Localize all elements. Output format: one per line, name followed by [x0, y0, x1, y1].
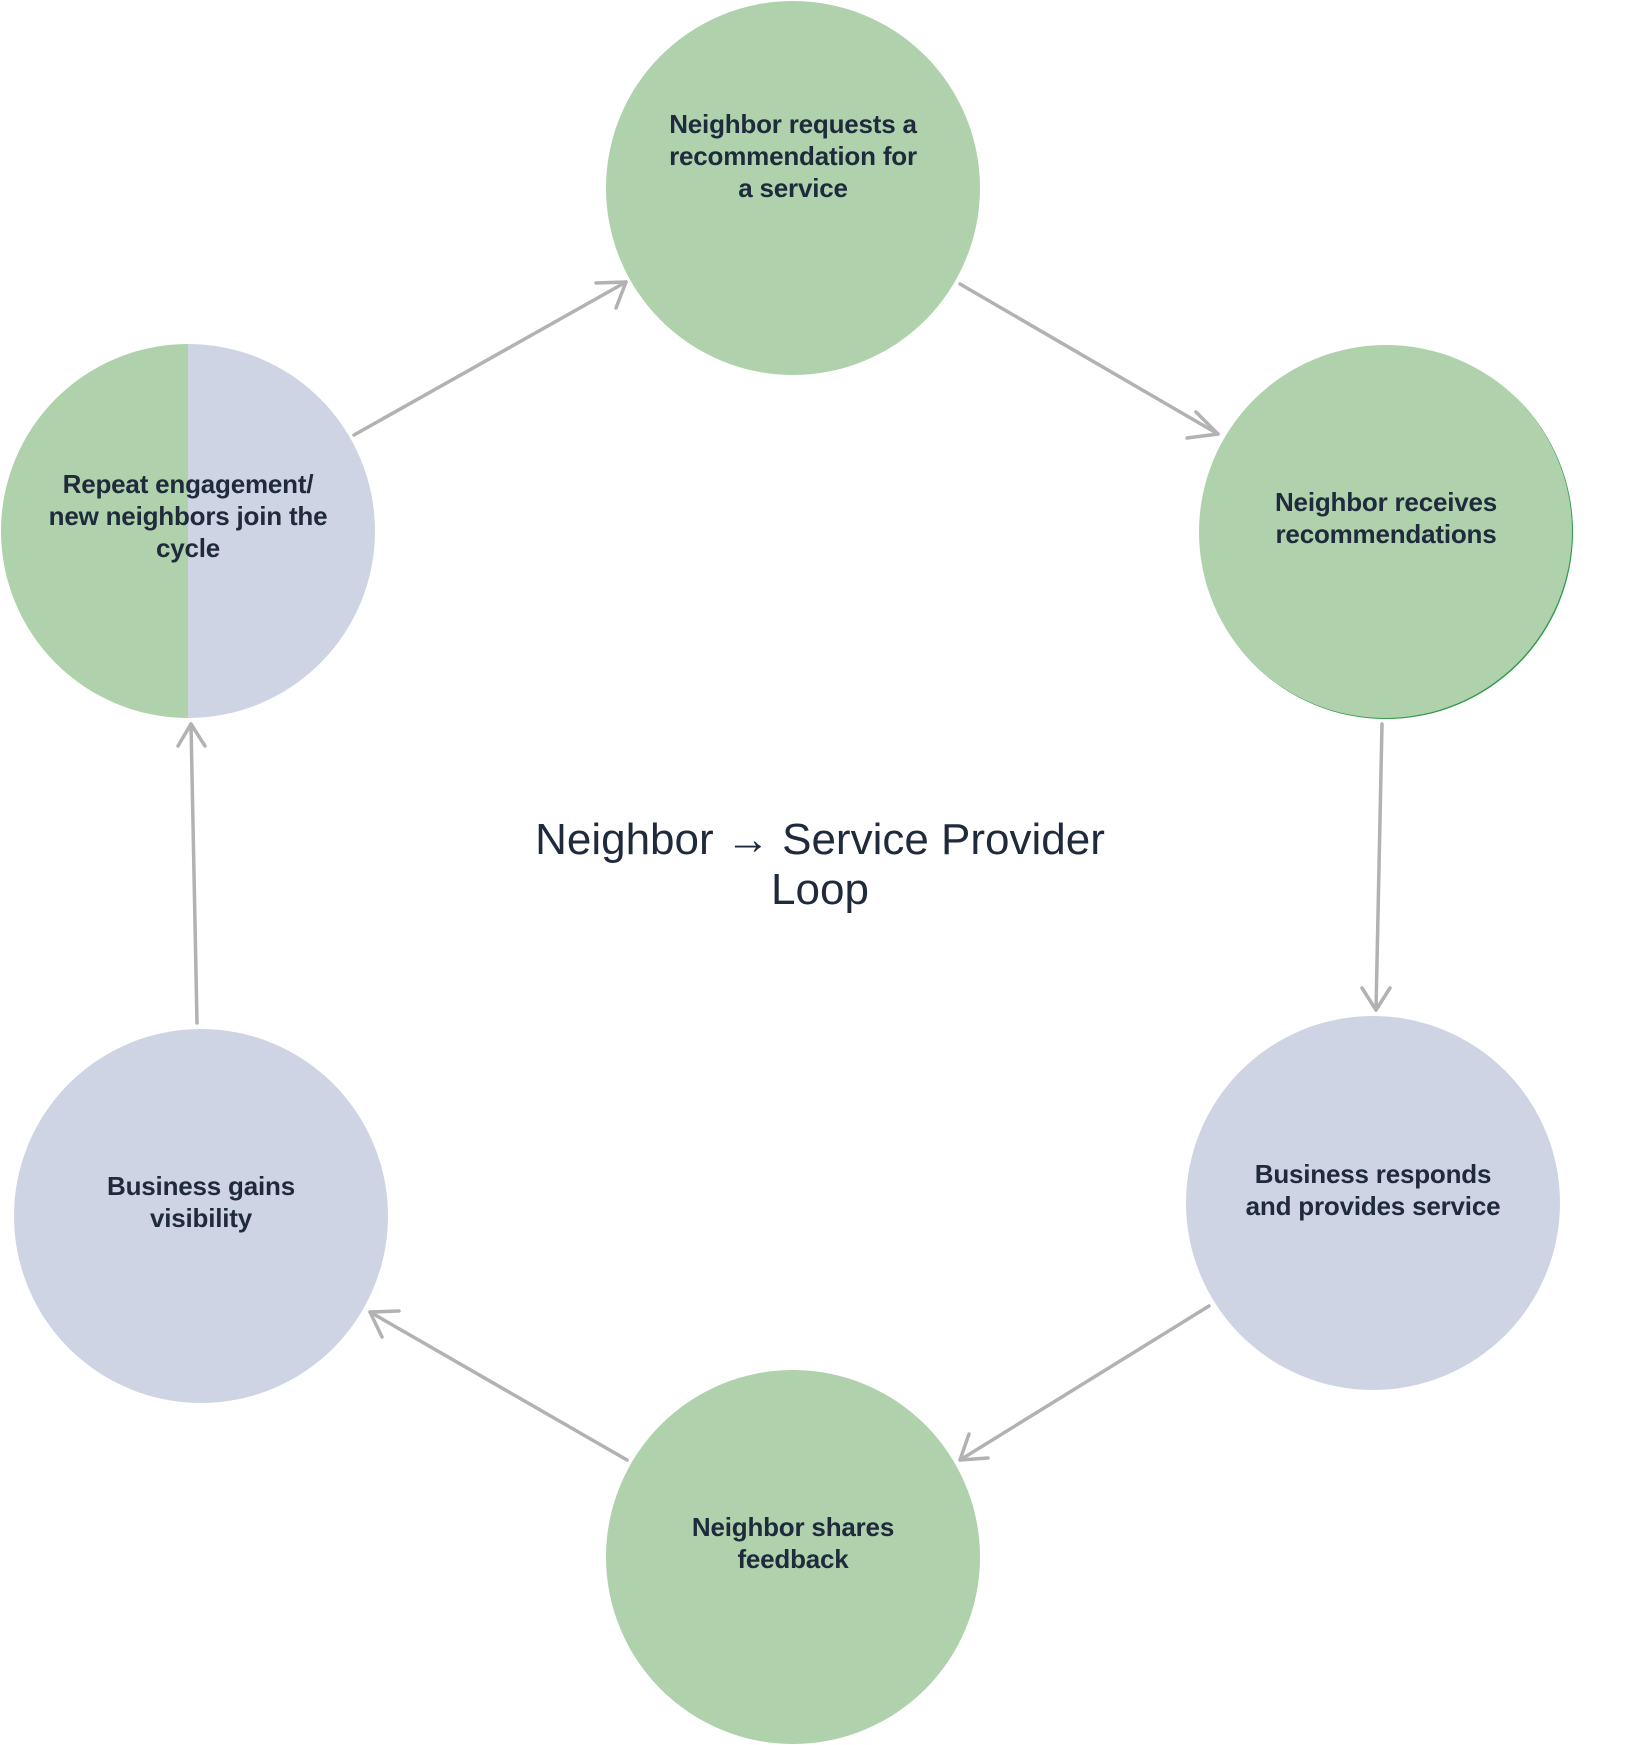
step-business-gains-visibility-label: Business gains visibility: [107, 1171, 295, 1233]
arrow-repeat-to-request: [352, 280, 628, 437]
arrow-respond-to-feedback: [958, 1304, 1211, 1462]
arrow-feedback-to-visibility: [368, 1309, 629, 1462]
step-neighbor-shares-feedback-label: Neighbor shares feedback: [691, 1512, 895, 1574]
step-business-gains-visibility: Business gains visibility: [14, 1029, 388, 1403]
step-business-responds-label: Business responds and provides service: [1245, 1159, 1501, 1221]
step-neighbor-shares-feedback: Neighbor shares feedback: [606, 1370, 980, 1744]
step-business-responds: Business responds and provides service: [1186, 1016, 1560, 1390]
diagram-title: Neighbor → Service Provider Loop: [535, 815, 1105, 914]
step-neighbor-receives: Neighbor receives recommendations: [1199, 345, 1573, 719]
step-repeat-engagement-label: Repeat engagement/ new neighbors join th…: [48, 469, 328, 563]
arrow-visibility-to-repeat: [176, 722, 207, 1025]
step-neighbor-requests-label: Neighbor requests a recommendation for a…: [669, 109, 917, 203]
step-neighbor-requests: Neighbor requests a recommendation for a…: [606, 1, 980, 375]
arrow-request-to-receive: [958, 282, 1220, 440]
arrow-receive-to-respond: [1360, 722, 1392, 1012]
step-neighbor-receives-label: Neighbor receives recommendations: [1274, 487, 1498, 549]
step-repeat-engagement: Repeat engagement/ new neighbors join th…: [1, 344, 375, 718]
